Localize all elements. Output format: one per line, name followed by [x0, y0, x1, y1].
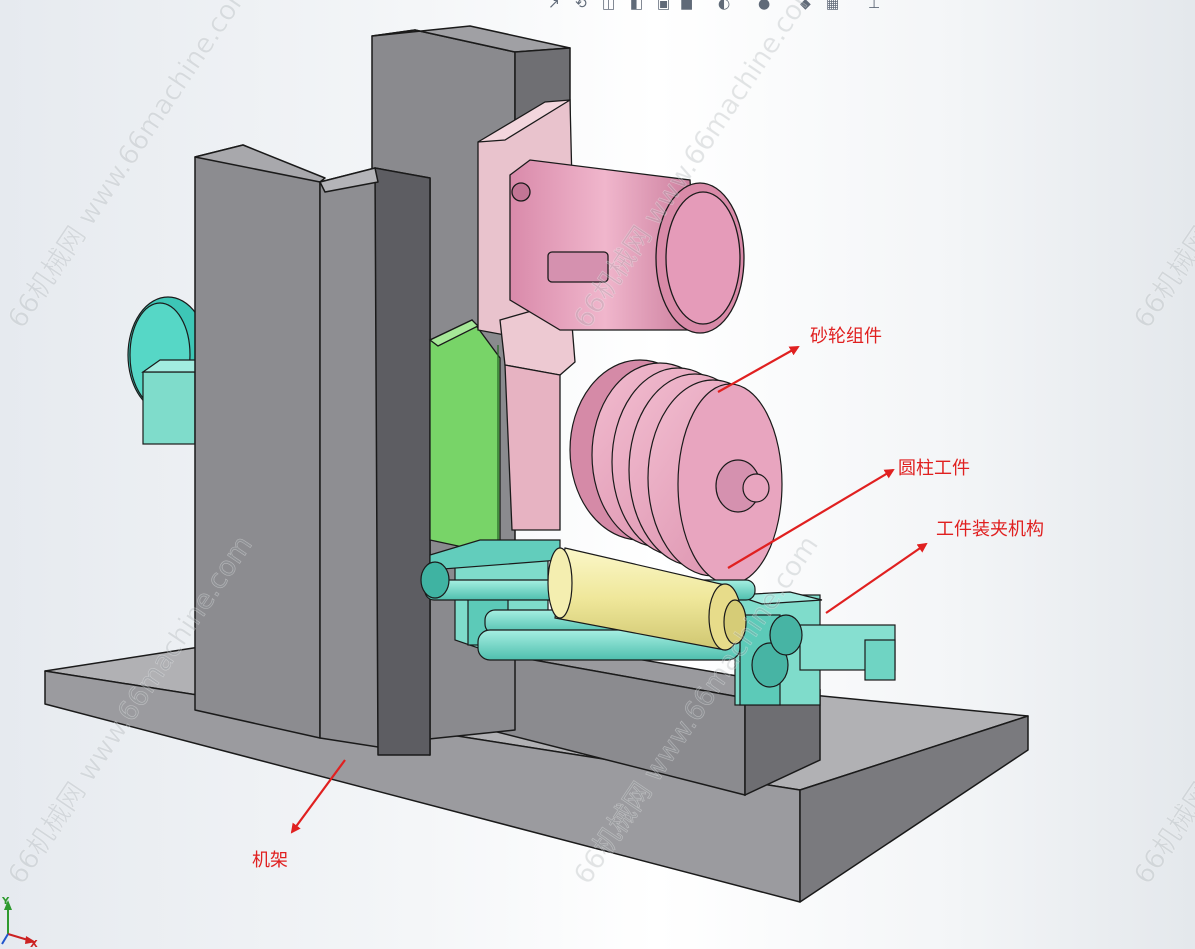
toolbar-icon[interactable]: ⊥ [868, 0, 880, 12]
callout-frame: 机架 [252, 759, 346, 871]
grinding-wheel [569, 359, 783, 585]
callout-cylinder-workpiece: 圆柱工件 [727, 458, 970, 569]
toolbar-icon[interactable]: ◧ [630, 0, 643, 12]
clamping-mechanism [420, 539, 896, 706]
watermark: 66机械网 www.66machine.com [1128, 530, 1195, 890]
callout-clamping-mechanism: 工件装夹机构 [825, 519, 1044, 614]
callout-arrow [727, 468, 895, 569]
cylinder-workpiece [547, 547, 747, 651]
toolbar-icon[interactable]: ◐ [718, 0, 730, 12]
toolbar-icon[interactable]: ◆ [800, 0, 811, 12]
callout-grinding-wheel: 砂轮组件 [717, 326, 882, 393]
toolbar-icon[interactable]: ⟲ [575, 0, 587, 12]
toolbar-strip: ↗ ⟲ ◫ ◧ ▣ ■ ◐ ● ◆ ▦ ⊥ [548, 0, 880, 12]
toolbar-icon[interactable]: ◫ [602, 0, 615, 12]
label-clamping-mechanism: 工件装夹机构 [936, 519, 1044, 540]
label-cylinder-workpiece: 圆柱工件 [898, 458, 970, 479]
callout-arrow [717, 346, 800, 393]
toolbar-icon[interactable]: ↗ [548, 0, 560, 12]
watermark: 66机械网 www.66machine.com [1128, 0, 1195, 334]
axis-y-label: Y [1, 896, 10, 907]
toolbar-icon[interactable]: ● [758, 0, 770, 12]
green-plate [428, 319, 501, 556]
axis-x-label: X [30, 939, 38, 949]
drive-motor [509, 159, 745, 334]
callout-arrow [290, 759, 346, 834]
label-grinding-wheel: 砂轮组件 [810, 326, 882, 347]
toolbar-icon[interactable]: ■ [680, 0, 693, 12]
toolbar-icon[interactable]: ▦ [826, 0, 839, 12]
toolbar-icon[interactable]: ▣ [657, 0, 670, 12]
callout-arrow [825, 542, 928, 614]
label-frame: 机架 [252, 850, 288, 871]
rear-motor [127, 296, 214, 445]
axis-triad: Y X [1, 896, 38, 949]
